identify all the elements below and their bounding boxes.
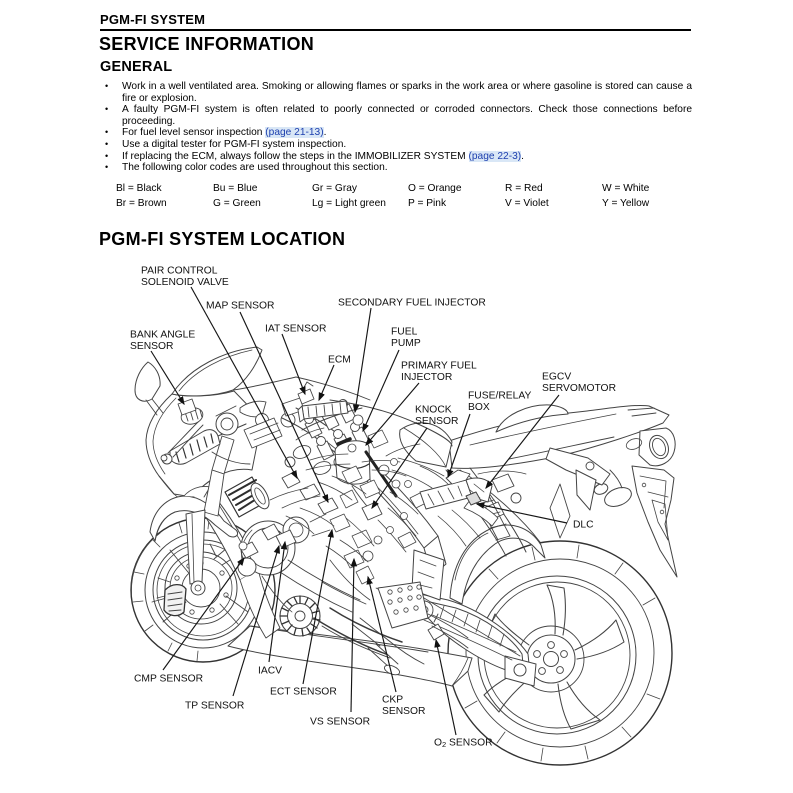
svg-text:BANK ANGLE: BANK ANGLE: [130, 330, 195, 341]
svg-text:IAT SENSOR: IAT SENSOR: [265, 324, 326, 335]
svg-text:KNOCK: KNOCK: [415, 405, 452, 416]
svg-text:VS SENSOR: VS SENSOR: [310, 717, 370, 728]
svg-text:ECM: ECM: [328, 355, 351, 366]
svg-text:SOLENOID VALVE: SOLENOID VALVE: [141, 277, 229, 288]
svg-text:SENSOR: SENSOR: [382, 706, 426, 717]
svg-text:SERVOMOTOR: SERVOMOTOR: [542, 383, 616, 394]
svg-text:IACV: IACV: [258, 666, 282, 677]
svg-text:SENSOR: SENSOR: [130, 341, 174, 352]
svg-text:O2 SENSOR: O2 SENSOR: [434, 738, 493, 750]
svg-text:MAP SENSOR: MAP SENSOR: [206, 301, 274, 312]
svg-text:EGCV: EGCV: [542, 372, 571, 383]
svg-text:FUSE/RELAY: FUSE/RELAY: [468, 391, 531, 402]
svg-text:PUMP: PUMP: [391, 338, 421, 349]
svg-text:CMP SENSOR: CMP SENSOR: [134, 674, 203, 685]
svg-text:PAIR CONTROL: PAIR CONTROL: [141, 266, 218, 277]
svg-text:DLC: DLC: [573, 520, 594, 531]
svg-text:ECT SENSOR: ECT SENSOR: [270, 687, 337, 698]
svg-text:CKP: CKP: [382, 695, 403, 706]
svg-text:INJECTOR: INJECTOR: [401, 372, 452, 383]
svg-text:PRIMARY FUEL: PRIMARY FUEL: [401, 361, 477, 372]
svg-text:BOX: BOX: [468, 402, 490, 413]
svg-text:SECONDARY FUEL INJECTOR: SECONDARY FUEL INJECTOR: [338, 298, 486, 309]
svg-text:SENSOR: SENSOR: [415, 416, 459, 427]
svg-text:FUEL: FUEL: [391, 327, 418, 338]
svg-text:TP SENSOR: TP SENSOR: [185, 701, 244, 712]
